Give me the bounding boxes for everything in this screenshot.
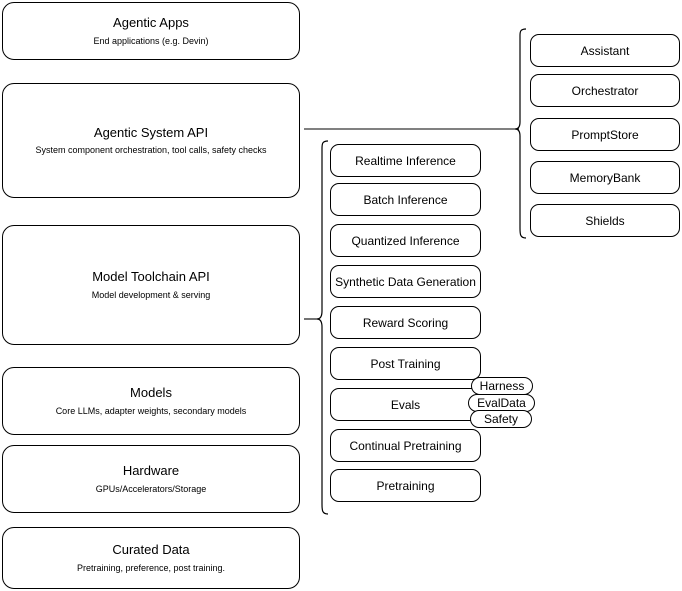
component-assistant[interactable]: Assistant (530, 34, 680, 67)
component-label: MemoryBank (569, 170, 641, 185)
layer-hardware[interactable]: Hardware GPUs/Accelerators/Storage (2, 445, 300, 513)
layer-agentic-system-api[interactable]: Agentic System API System component orch… (2, 83, 300, 198)
layer-models[interactable]: Models Core LLMs, adapter weights, secon… (2, 367, 300, 435)
layer-subtitle: GPUs/Accelerators/Storage (95, 483, 207, 494)
component-orchestrator[interactable]: Orchestrator (530, 74, 680, 107)
component-quantized-inference[interactable]: Quantized Inference (330, 224, 481, 257)
layer-agentic-apps[interactable]: Agentic Apps End applications (e.g. Devi… (2, 2, 300, 60)
component-label: Post Training (370, 356, 441, 371)
component-realtime-inference[interactable]: Realtime Inference (330, 144, 481, 177)
layer-subtitle: Pretraining, preference, post training. (76, 562, 226, 573)
component-continual-pretraining[interactable]: Continual Pretraining (330, 429, 481, 462)
component-label: Pretraining (376, 478, 435, 493)
layer-title: Agentic System API (93, 124, 209, 140)
component-label: Shields (585, 213, 625, 228)
pill-harness[interactable]: Harness (471, 377, 533, 395)
component-label: Orchestrator (571, 83, 639, 98)
component-label: Continual Pretraining (349, 438, 462, 453)
pill-safety[interactable]: Safety (470, 410, 532, 428)
component-label: Quantized Inference (351, 233, 460, 248)
component-shields[interactable]: Shields (530, 204, 680, 237)
pill-label: Safety (483, 412, 519, 426)
layer-subtitle: End applications (e.g. Devin) (93, 35, 209, 46)
component-label: PromptStore (571, 127, 639, 142)
layer-subtitle: Model development & serving (91, 289, 211, 300)
layer-title: Models (130, 385, 172, 401)
component-memorybank[interactable]: MemoryBank (530, 161, 680, 194)
component-post-training[interactable]: Post Training (330, 347, 481, 380)
layer-subtitle: System component orchestration, tool cal… (35, 145, 267, 156)
layer-curated-data[interactable]: Curated Data Pretraining, preference, po… (2, 527, 300, 589)
component-label: Assistant (580, 43, 630, 58)
pill-label: EvalData (477, 396, 526, 410)
layer-title: Agentic Apps (113, 15, 189, 31)
pill-label: Harness (479, 379, 525, 393)
component-label: Synthetic Data Generation (335, 274, 476, 289)
layer-subtitle: Core LLMs, adapter weights, secondary mo… (55, 405, 247, 416)
component-label: Evals (390, 397, 421, 412)
component-promptstore[interactable]: PromptStore (530, 118, 680, 151)
layer-title: Curated Data (112, 542, 190, 558)
layer-title: Hardware (122, 463, 180, 479)
component-evals[interactable]: Evals (330, 388, 481, 421)
layer-model-toolchain-api[interactable]: Model Toolchain API Model development & … (2, 225, 300, 345)
layer-title: Model Toolchain API (92, 269, 210, 285)
component-synthetic-data-generation[interactable]: Synthetic Data Generation (330, 265, 481, 298)
component-reward-scoring[interactable]: Reward Scoring (330, 306, 481, 339)
component-label: Reward Scoring (362, 315, 449, 330)
component-pretraining[interactable]: Pretraining (330, 469, 481, 502)
component-batch-inference[interactable]: Batch Inference (330, 183, 481, 216)
component-label: Batch Inference (363, 192, 448, 207)
component-label: Realtime Inference (355, 153, 456, 168)
